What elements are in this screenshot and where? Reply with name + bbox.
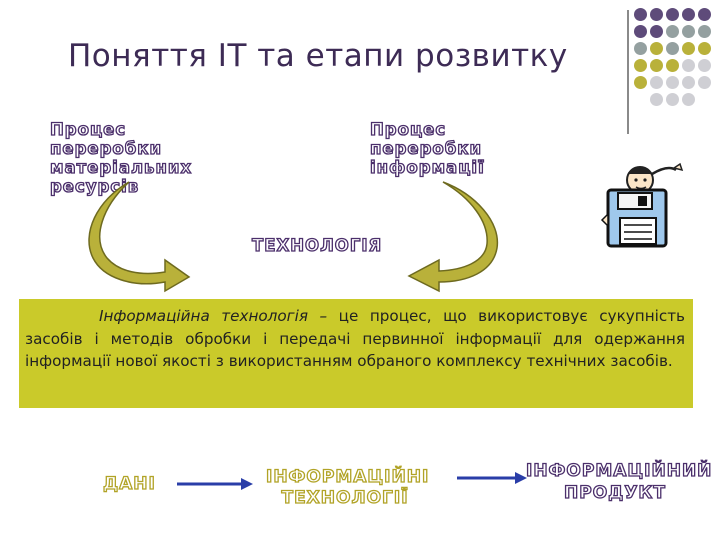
curved-arrow-left-icon bbox=[88, 181, 191, 293]
definition-term: Інформаційна технологія – bbox=[99, 307, 328, 325]
curved-arrow-right-icon bbox=[407, 181, 499, 293]
flow-arrow-2-icon bbox=[457, 472, 527, 484]
definition-text: це процес, що використовує сукупність за… bbox=[25, 307, 685, 370]
definition-box: Інформаційна технологія – це процес, що … bbox=[19, 299, 693, 408]
decorative-divider bbox=[627, 10, 629, 134]
flow-it-label: ІНФОРМАЦІЙНІ ТЕХНОЛОГІЇ bbox=[265, 466, 430, 508]
clipart-person-with-floppy-disk-icon bbox=[600, 162, 684, 248]
flow-arrow-1-icon bbox=[177, 478, 253, 490]
slide-title: Поняття ІТ та етапи розвитку bbox=[68, 38, 568, 74]
information-processing-label: Процес переробки інформації bbox=[369, 119, 485, 177]
flow-data-label: ДАНІ bbox=[102, 473, 156, 494]
flow-info-product-label: ІНФОРМАЦІЙНИЙ ПРОДУКТ bbox=[525, 460, 713, 503]
material-resources-label: Процес переробки матеріальних ресурсів bbox=[49, 119, 193, 196]
technology-label: ТЕХНОЛОГІЯ bbox=[251, 235, 383, 255]
